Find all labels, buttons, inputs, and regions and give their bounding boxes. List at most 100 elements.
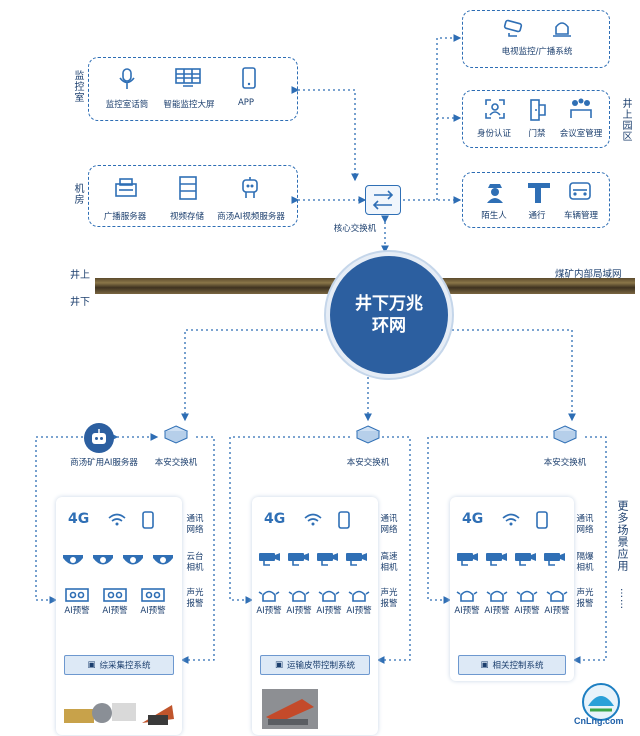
safety-switch-icon-2 (355, 425, 381, 444)
control-system-button-1[interactable]: ▣综采集控系统 (64, 655, 174, 675)
core-switch-icon (365, 185, 401, 215)
panel1-side-1: 云台相机 (186, 552, 204, 573)
siren-icon (318, 590, 340, 602)
panel3-side-2: 声光报警 (576, 588, 594, 609)
4g-icon: 4G (68, 511, 90, 527)
switch-label-1: 本安交换机 (154, 458, 198, 468)
tv-monitor-box: 电视监控/广播系统 (462, 10, 610, 68)
control-room-item-1: 智能监控大屏 (163, 100, 215, 110)
ai-chip-icon (141, 588, 165, 602)
ai-server-icon (242, 177, 258, 198)
monitor-wall-icon (175, 68, 201, 87)
cctv-camera-icon (503, 19, 523, 37)
alarm-light-icon (553, 22, 571, 37)
control-room-item-0: 监控室话筒 (105, 100, 149, 110)
siren-icon (456, 590, 478, 602)
switch-label-3: 本安交换机 (543, 458, 587, 468)
dome-camera-icon (153, 555, 173, 565)
campus-traffic-box: 陌生人 通行 车辆管理 (462, 172, 610, 228)
machine-room-item-2: 商汤AI视频服务器 (217, 212, 285, 222)
storage-icon (179, 176, 197, 200)
watermark-logo: CnLng.com (568, 680, 634, 732)
ai-alert-item: AI预警 (102, 587, 128, 616)
hub-line-1: 井下万兆 (355, 294, 423, 314)
traffic-item-2: 车辆管理 (563, 211, 598, 221)
machine-room-box: 广播服务器 视频存储 商汤AI视频服务器 (88, 165, 298, 227)
panel3-side-1: 隔爆相机 (576, 552, 594, 573)
wifi-icon (502, 513, 520, 526)
dome-camera-icon (63, 555, 83, 565)
control-room-label: 监控室 (72, 70, 83, 103)
below-ground-label: 井下 (70, 297, 90, 308)
dome-camera-icon (93, 555, 113, 565)
ai-alert-item: AI预警 (514, 587, 540, 616)
siren-icon (288, 590, 310, 602)
panel-list-icon: ▣ (274, 660, 283, 670)
vehicle-icon (569, 182, 591, 200)
ai-alert-item: AI预警 (64, 587, 90, 616)
safety-switch-icon-3 (552, 425, 578, 444)
siren-icon (546, 590, 568, 602)
ai-chip-icon (65, 588, 89, 602)
machine-room-item-1: 视频存储 (169, 212, 204, 222)
microphone-icon (119, 68, 135, 89)
ai-alert-item: AI预警 (346, 587, 372, 616)
hub-line-2: 环网 (372, 316, 406, 336)
wifi-icon (108, 513, 126, 526)
ai-mining-server-label: 商汤矿用AI服务器 (70, 458, 138, 468)
phone-icon (242, 67, 256, 89)
bullet-camera-icon (346, 553, 367, 566)
panel-list-icon: ▣ (87, 660, 96, 670)
traffic-item-0: 陌生人 (481, 211, 507, 221)
siren-icon (486, 590, 508, 602)
ring-network-hub: 井下万兆 环网 (326, 252, 452, 378)
bullet-camera-icon (288, 553, 309, 566)
panel-list-icon: ▣ (480, 660, 489, 670)
safety-switch-icon-1 (163, 425, 189, 444)
campus-item-0: 身份认证 (476, 129, 511, 139)
campus-access-box: 身份认证 门禁 会议室管理 (462, 90, 610, 148)
campus-side-label: 井上园区 (620, 98, 631, 142)
barrier-gate-icon (528, 183, 550, 203)
bullet-camera-icon (457, 553, 478, 566)
ai-alert-row: AI预警 AI预警 AI预警 AI预警 (256, 587, 372, 616)
ai-alert-item: AI预警 (316, 587, 342, 616)
control-room-item-2: APP (237, 98, 255, 108)
more-scenes-label: 更多场景应用 (616, 500, 629, 572)
stranger-icon (487, 184, 503, 203)
tv-monitor-label: 电视监控/广播系统 (501, 47, 573, 57)
dome-camera-icon (123, 555, 143, 565)
watermark-text: CnLng.com (574, 716, 624, 726)
handset-icon (142, 511, 154, 529)
bullet-camera-row (456, 551, 566, 567)
siren-icon (348, 590, 370, 602)
broadcast-server-icon (115, 178, 137, 197)
siren-icon (258, 590, 280, 602)
panel2-side-1: 高速相机 (380, 552, 398, 573)
ai-alert-item: AI预警 (286, 587, 312, 616)
ai-alert-item: AI预警 (454, 587, 480, 616)
handset-icon (536, 511, 548, 529)
more-scenes-dots: …… (618, 588, 629, 610)
4g-icon: 4G (462, 511, 484, 527)
switch-label-2: 本安交换机 (346, 458, 390, 468)
wifi-icon (304, 513, 322, 526)
above-ground-label: 井上 (70, 270, 90, 281)
control-system-button-2[interactable]: ▣运输皮带控制系统 (260, 655, 370, 675)
panel2-side-0: 通讯网络 (380, 514, 398, 535)
control-system-button-3[interactable]: ▣相关控制系统 (458, 655, 566, 675)
panel-mining-control: 4G AI预警 AI预警 AI预警 ▣综采集控系统 (56, 497, 182, 735)
ai-alert-row: AI预警 AI预警 AI预警 (64, 587, 166, 616)
panel-related-control: 4G AI预警 AI预警 AI预警 AI预警 ▣相关控制系统 (450, 497, 574, 681)
ai-chip-icon (103, 588, 127, 602)
ai-alert-item: AI预警 (484, 587, 510, 616)
bullet-camera-icon (544, 553, 565, 566)
id-auth-icon (485, 99, 505, 119)
bullet-camera-icon (259, 553, 280, 566)
meeting-room-icon (570, 98, 592, 118)
campus-item-2: 会议室管理 (559, 129, 603, 139)
machine-room-item-0: 广播服务器 (103, 212, 147, 222)
control-room-box: 监控室话筒 智能监控大屏 APP (88, 57, 298, 121)
handset-icon (338, 511, 350, 529)
